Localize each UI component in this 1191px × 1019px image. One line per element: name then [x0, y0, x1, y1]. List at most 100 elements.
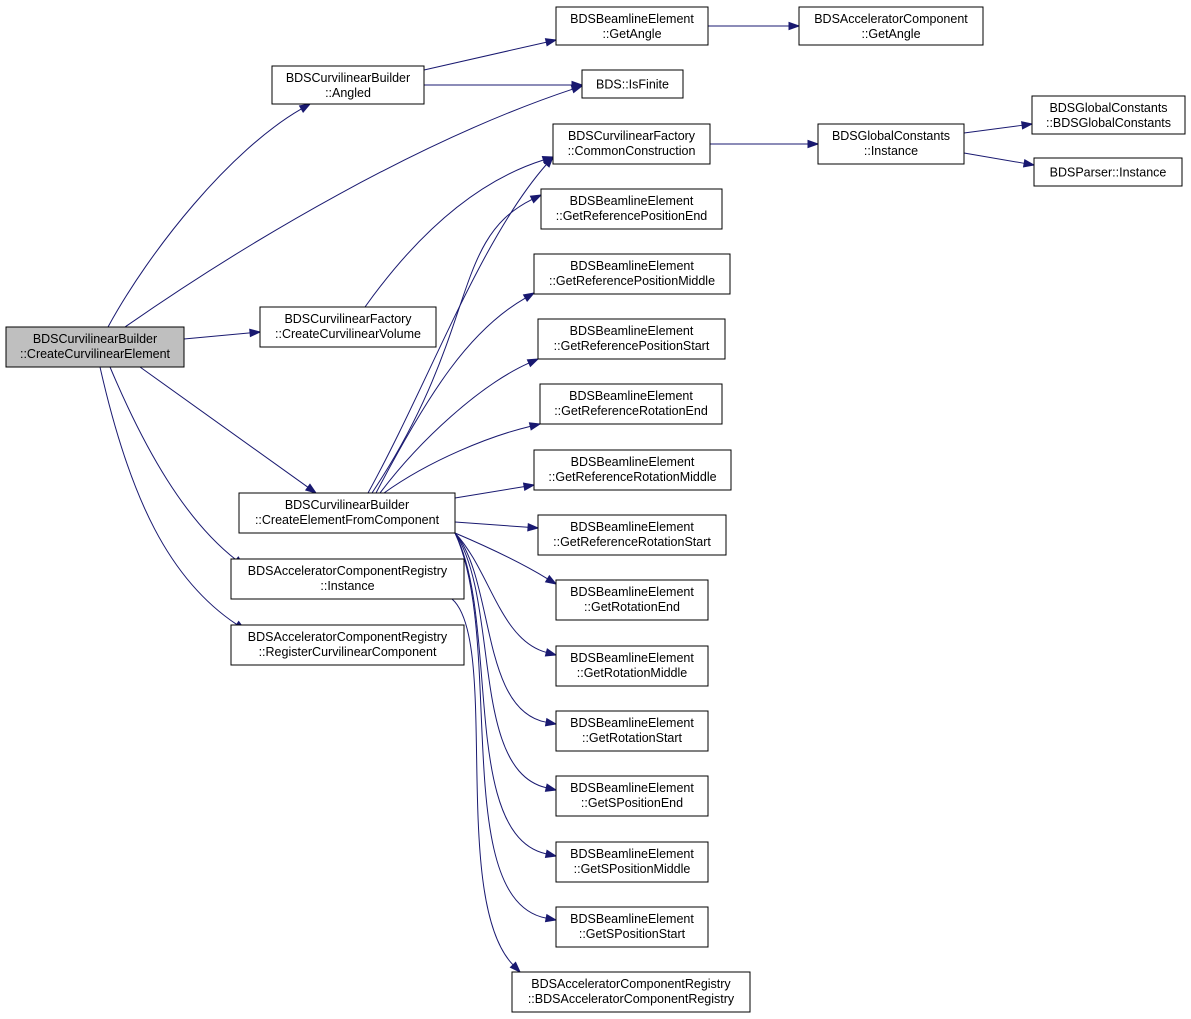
- node-box: [230, 558, 465, 600]
- node-class-label: BDSBeamlineElement: [570, 912, 694, 926]
- arrowhead: [544, 648, 558, 657]
- node-class-label: BDSBeamlineElement: [570, 12, 694, 26]
- node-get-ref-rot-end[interactable]: BDSBeamlineElement::GetReferenceRotation…: [539, 383, 723, 425]
- node-class-label: BDSBeamlineElement: [570, 259, 694, 273]
- node-get-ref-pos-start[interactable]: BDSBeamlineElement::GetReferencePosition…: [537, 318, 726, 360]
- edge-line: [364, 159, 544, 308]
- edge-registry-instance-to-registry-ctor: [451, 598, 522, 974]
- node-class-label: BDSCurvilinearFactory: [284, 312, 412, 326]
- edge-create-element-from-component-to-get-rot-middle: [454, 532, 558, 657]
- arrowhead: [522, 482, 536, 491]
- node-method-label: ::GetReferencePositionMiddle: [549, 274, 715, 288]
- node-global-constants-instance[interactable]: BDSGlobalConstants::Instance: [817, 123, 965, 165]
- edge-create-curvilinear-element-to-register-curvilinear-component: [99, 366, 247, 631]
- arrowhead: [544, 849, 558, 858]
- edge-create-element-from-component-to-get-rot-end: [454, 532, 558, 585]
- node-registry-instance[interactable]: BDSAcceleratorComponentRegistry::Instanc…: [230, 558, 465, 600]
- node-get-s-pos-start[interactable]: BDSBeamlineElement::GetSPositionStart: [555, 906, 709, 948]
- edge-line: [423, 41, 547, 71]
- edge-line: [371, 198, 533, 494]
- node-box: [539, 383, 723, 425]
- node-method-label: ::GetAngle: [861, 27, 920, 41]
- node-angled[interactable]: BDSCurvilinearBuilder::Angled: [271, 65, 425, 105]
- edge-create-curvilinear-element-to-create-curvilinear-volume: [183, 328, 262, 340]
- edge-line: [99, 366, 237, 625]
- node-registry-ctor[interactable]: BDSAcceleratorComponentRegistry::BDSAcce…: [511, 971, 751, 1013]
- edge-line: [107, 108, 302, 328]
- edge-line: [454, 532, 547, 723]
- node-class-label: BDSBeamlineElement: [570, 520, 694, 534]
- node-class-label: BDSBeamlineElement: [570, 716, 694, 730]
- node-class-label: BDSAcceleratorComponentRegistry: [248, 564, 448, 578]
- node-accelerator-get-angle[interactable]: BDSAcceleratorComponent::GetAngle: [798, 6, 984, 46]
- node-method-label: ::Instance: [864, 144, 918, 158]
- node-bds-is-finite[interactable]: BDS::IsFinite: [581, 69, 684, 99]
- node-label: BDSParser::Instance: [1050, 166, 1167, 180]
- node-get-ref-rot-start[interactable]: BDSBeamlineElement::GetReferenceRotation…: [537, 514, 727, 556]
- arrowhead: [788, 21, 801, 31]
- arrowhead: [1021, 121, 1034, 130]
- edge-create-element-from-component-to-get-s-pos-middle: [454, 532, 558, 858]
- edge-line: [383, 425, 531, 494]
- edge-global-constants-instance-to-global-constants-ctor: [963, 121, 1034, 134]
- edge-beamline-get-angle-to-accelerator-get-angle: [708, 21, 801, 31]
- node-method-label: ::GetRotationEnd: [584, 600, 680, 614]
- arrowhead: [529, 194, 543, 204]
- node-method-label: ::GetReferencePositionStart: [554, 339, 710, 353]
- node-method-label: ::GetSPositionMiddle: [574, 862, 691, 876]
- node-box: [1033, 157, 1183, 187]
- edge-line: [454, 486, 525, 499]
- node-get-s-pos-middle[interactable]: BDSBeamlineElement::GetSPositionMiddle: [555, 841, 709, 883]
- node-box: [555, 710, 709, 752]
- edge-angled-to-beamline-get-angle: [423, 38, 558, 71]
- node-method-label: ::CreateElementFromComponent: [255, 513, 440, 527]
- node-create-curvilinear-volume[interactable]: BDSCurvilinearFactory::CreateCurvilinear…: [259, 306, 437, 348]
- node-class-label: BDSAcceleratorComponent: [814, 12, 968, 26]
- node-method-label: ::Instance: [320, 579, 374, 593]
- node-get-rot-middle[interactable]: BDSBeamlineElement::GetRotationMiddle: [555, 645, 709, 687]
- node-create-element-from-component[interactable]: BDSCurvilinearBuilder::CreateElementFrom…: [238, 492, 456, 534]
- node-method-label: ::Angled: [325, 86, 371, 100]
- edge-create-element-from-component-to-get-s-pos-end: [454, 532, 558, 792]
- node-global-constants-ctor[interactable]: BDSGlobalConstants::BDSGlobalConstants: [1031, 95, 1186, 135]
- node-parser-instance[interactable]: BDSParser::Instance: [1033, 157, 1183, 187]
- edges-layer: [99, 21, 1036, 974]
- arrowhead: [298, 103, 312, 113]
- arrowhead: [1022, 158, 1036, 168]
- arrowhead: [528, 422, 542, 431]
- node-box: [1031, 95, 1186, 135]
- edge-line: [454, 532, 547, 653]
- node-box: [238, 492, 456, 534]
- node-common-construction[interactable]: BDSCurvilinearFactory::CommonConstructio…: [552, 123, 711, 165]
- node-box: [555, 841, 709, 883]
- node-box: [5, 326, 185, 368]
- node-box: [798, 6, 984, 46]
- node-class-label: BDSCurvilinearBuilder: [33, 332, 157, 346]
- node-get-rot-end[interactable]: BDSBeamlineElement::GetRotationEnd: [555, 579, 709, 621]
- edge-line: [375, 297, 526, 494]
- node-get-ref-pos-middle[interactable]: BDSBeamlineElement::GetReferencePosition…: [533, 253, 731, 295]
- edge-create-element-from-component-to-common-construction: [367, 155, 554, 494]
- node-get-s-pos-end[interactable]: BDSBeamlineElement::GetSPositionEnd: [555, 775, 709, 817]
- node-create-curvilinear-element[interactable]: BDSCurvilinearBuilder::CreateCurvilinear…: [5, 326, 185, 368]
- node-get-rot-start[interactable]: BDSBeamlineElement::GetRotationStart: [555, 710, 709, 752]
- node-box: [555, 579, 709, 621]
- node-method-label: ::BDSAcceleratorComponentRegistry: [528, 992, 735, 1006]
- node-box: [555, 6, 709, 46]
- node-class-label: BDSBeamlineElement: [570, 651, 694, 665]
- node-get-ref-pos-end[interactable]: BDSBeamlineElement::GetReferencePosition…: [540, 188, 723, 230]
- node-method-label: ::BDSGlobalConstants: [1046, 116, 1171, 130]
- arrowhead: [571, 80, 584, 90]
- node-box: [271, 65, 425, 105]
- edge-create-curvilinear-element-to-angled: [107, 103, 312, 328]
- node-beamline-get-angle[interactable]: BDSBeamlineElement::GetAngle: [555, 6, 709, 46]
- node-method-label: ::GetRotationMiddle: [577, 666, 688, 680]
- node-box: [533, 253, 731, 295]
- node-box: [555, 645, 709, 687]
- arrowhead: [544, 913, 558, 923]
- node-get-ref-rot-middle[interactable]: BDSBeamlineElement::GetReferenceRotation…: [533, 449, 732, 491]
- node-register-curvilinear-component[interactable]: BDSAcceleratorComponentRegistry::Registe…: [230, 624, 465, 666]
- arrowhead: [544, 717, 558, 727]
- edge-common-construction-to-global-constants-instance: [710, 139, 820, 149]
- edge-line: [454, 521, 529, 528]
